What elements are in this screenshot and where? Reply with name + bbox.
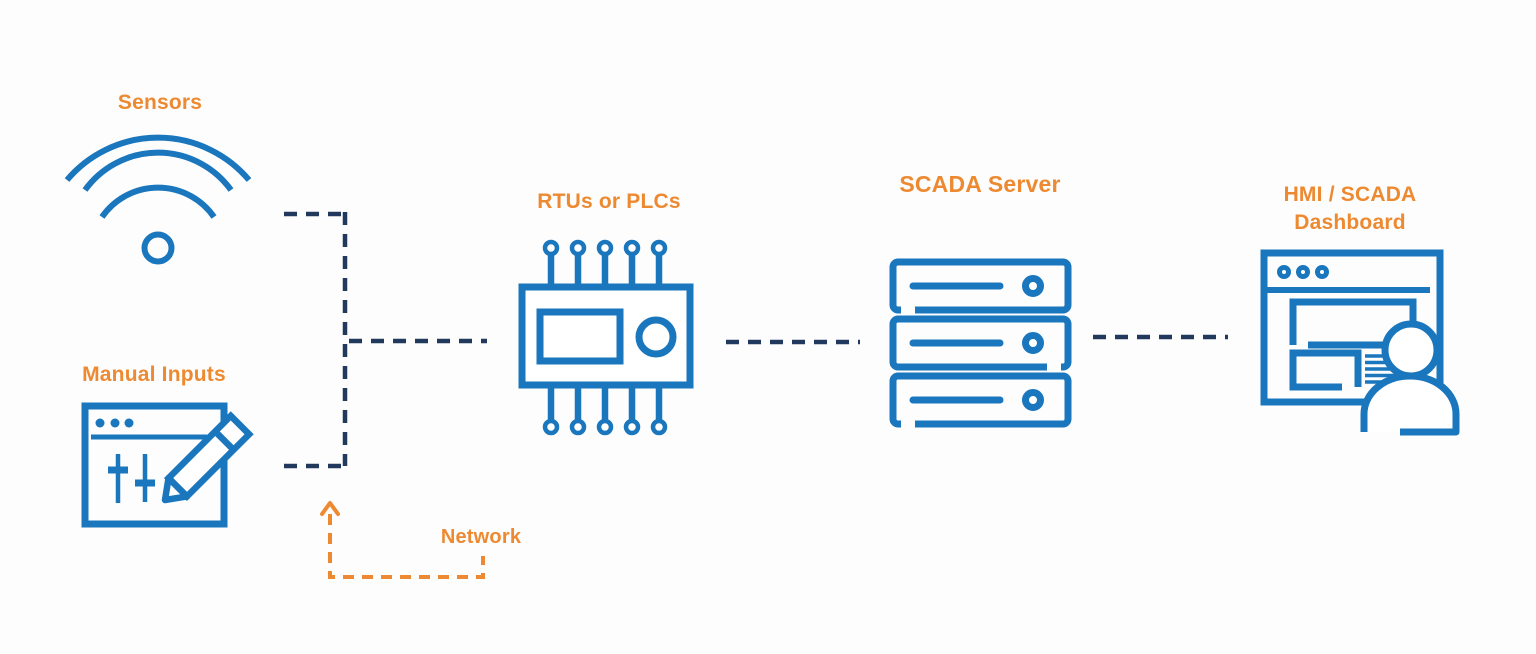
plc-chip-icon <box>518 239 694 436</box>
hmi-dashboard-label-line2: Dashboard <box>1294 211 1406 234</box>
server-stack-icon <box>889 258 1072 428</box>
hmi-dashboard-label-line1: HMI / SCADA <box>1283 183 1417 206</box>
server-unit <box>889 315 1072 372</box>
hmi-dashboard-user-icon <box>1260 249 1460 436</box>
server-unit <box>889 372 1072 428</box>
pencil-icon <box>161 411 254 504</box>
network-arrowhead-icon <box>320 501 340 516</box>
network-label: Network <box>440 526 522 548</box>
chip-top-pins <box>542 239 668 289</box>
server-unit <box>889 258 1072 315</box>
manual-inputs-icon <box>81 402 254 528</box>
user-icon <box>1360 320 1460 436</box>
chip-bottom-pins <box>542 385 668 436</box>
rtus-plcs-label: RTUs or PLCs <box>537 190 681 213</box>
wifi-icon <box>64 134 252 265</box>
sensors-label: Sensors <box>117 91 203 114</box>
scada-server-label: SCADA Server <box>899 171 1061 197</box>
manual-inputs-label: Manual Inputs <box>82 363 226 386</box>
hmi-dashboard-label: HMI / SCADA Dashboard <box>1250 181 1450 237</box>
